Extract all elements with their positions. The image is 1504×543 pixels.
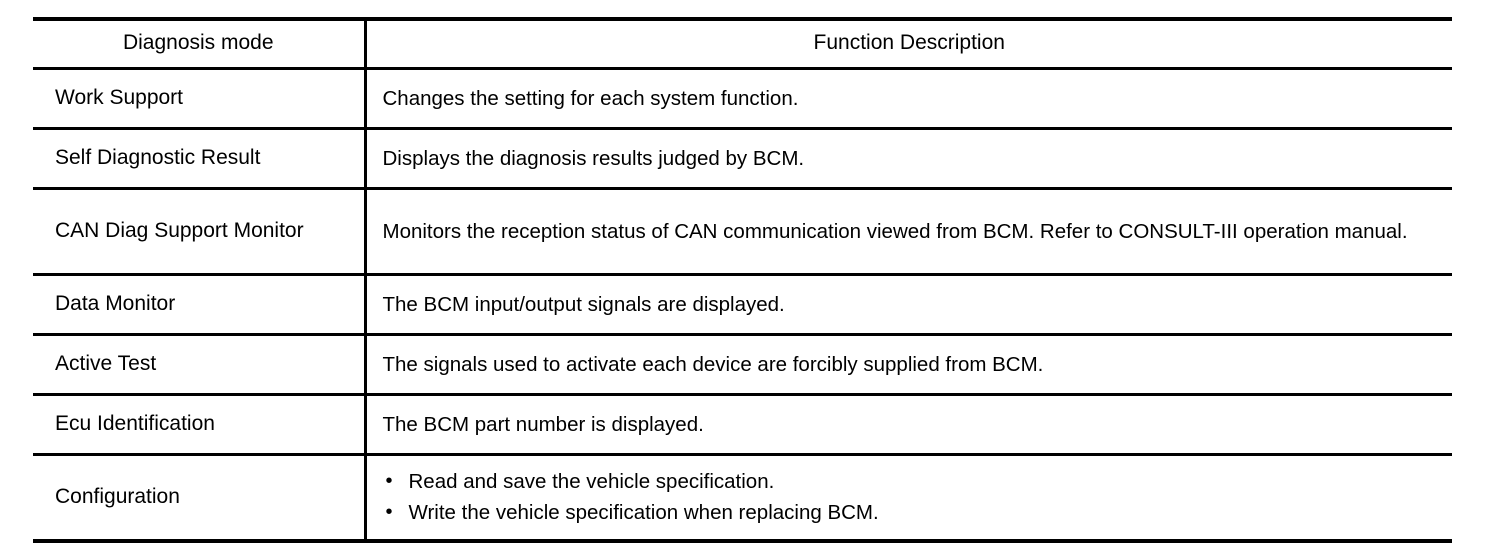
table-row: Active Test The signals used to activate… xyxy=(33,334,1452,397)
table-row: CAN Diag Support Monitor Monitors the re… xyxy=(33,188,1452,277)
cell-function-description: Changes the setting for each system func… xyxy=(365,68,1452,131)
bullet-list: • Read and save the vehicle specificatio… xyxy=(383,468,1437,526)
cell-function-description: The BCM input/output signals are display… xyxy=(365,274,1452,337)
cell-function-description: • Read and save the vehicle specificatio… xyxy=(365,454,1452,543)
list-item: • Write the vehicle specification when r… xyxy=(383,499,1437,526)
bullet-icon: • xyxy=(385,470,393,493)
table-header: Diagnosis mode Function Description xyxy=(33,17,1452,71)
column-header-function-description: Function Description xyxy=(365,17,1452,71)
cell-function-description: The signals used to activate each device… xyxy=(365,334,1452,397)
cell-function-description: Monitors the reception status of CAN com… xyxy=(365,188,1452,277)
cell-function-description: The BCM part number is displayed. xyxy=(365,394,1452,457)
table-header-row: Diagnosis mode Function Description xyxy=(33,17,1452,71)
diagnosis-mode-table: Diagnosis mode Function Description Work… xyxy=(33,17,1452,543)
cell-diagnosis-mode: Configuration xyxy=(33,454,367,543)
bullet-icon: • xyxy=(385,501,393,524)
cell-diagnosis-mode: Active Test xyxy=(33,334,367,397)
page-canvas: Diagnosis mode Function Description Work… xyxy=(33,17,1452,543)
cell-diagnosis-mode: Self Diagnostic Result xyxy=(33,128,367,191)
list-item: • Read and save the vehicle specificatio… xyxy=(383,468,1437,495)
cell-function-description: Displays the diagnosis results judged by… xyxy=(365,128,1452,191)
cell-diagnosis-mode: Data Monitor xyxy=(33,274,367,337)
column-header-diagnosis-mode: Diagnosis mode xyxy=(33,17,367,71)
table-row: Data Monitor The BCM input/output signal… xyxy=(33,274,1452,337)
table-row: Work Support Changes the setting for eac… xyxy=(33,68,1452,131)
cell-diagnosis-mode: Work Support xyxy=(33,68,367,131)
diagnosis-mode-table-wrapper: Diagnosis mode Function Description Work… xyxy=(33,17,1452,543)
cell-diagnosis-mode: Ecu Identification xyxy=(33,394,367,457)
list-item-label: Write the vehicle specification when rep… xyxy=(408,501,879,525)
cell-diagnosis-mode: CAN Diag Support Monitor xyxy=(33,188,367,277)
table-row: Configuration • Read and save the vehicl… xyxy=(33,454,1452,543)
list-item-label: Read and save the vehicle specification. xyxy=(408,470,775,494)
table-row: Self Diagnostic Result Displays the diag… xyxy=(33,128,1452,191)
table-row: Ecu Identification The BCM part number i… xyxy=(33,394,1452,457)
table-body: Work Support Changes the setting for eac… xyxy=(33,68,1452,543)
